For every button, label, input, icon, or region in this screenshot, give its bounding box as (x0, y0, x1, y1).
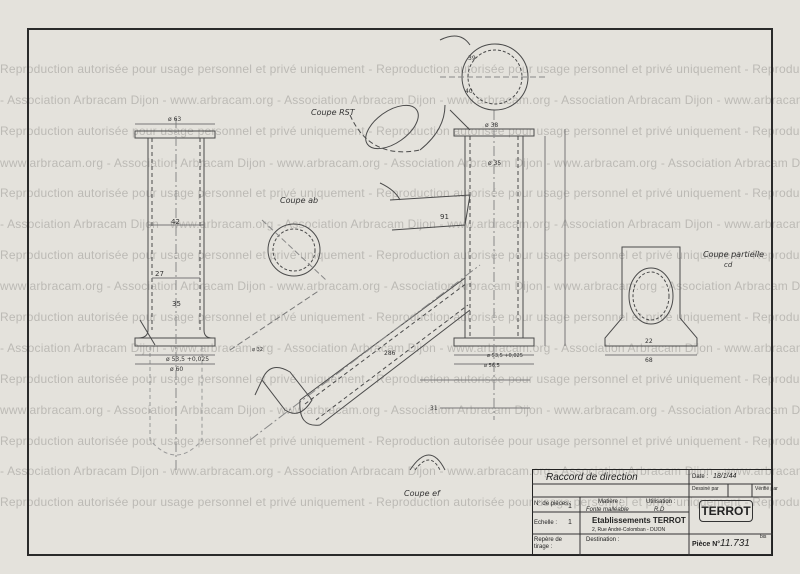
dimension-label: 35 (172, 300, 181, 308)
title-block-grid (531, 468, 773, 556)
watermark-row: Reproduction autorisée pour usage person… (0, 434, 800, 448)
drawing-border (27, 28, 773, 556)
scale-label: Echelle : (534, 520, 558, 526)
dimension-label: ø 35 (488, 160, 502, 167)
tube-top-flange (134, 130, 216, 139)
section-partial-label: Coupe partielle (703, 250, 765, 259)
material-label: Matière : (598, 499, 622, 505)
dimension-label: 286 (384, 350, 396, 357)
terrot-logo: TERROT (699, 500, 753, 522)
quantity-label: N° de pièces : (534, 501, 572, 507)
watermark-row: www.arbracam.org - Association Arbracam … (0, 403, 800, 417)
company-name: Etablissements TERROT (592, 516, 686, 525)
checked-by-label: Vérifié par (755, 486, 778, 492)
use-label: Utilisation : (646, 499, 676, 505)
dimension-label: ø 63 (168, 116, 182, 123)
dimension-label: ø 56,5 (484, 363, 500, 369)
material-value: Fonte malléable (586, 507, 629, 513)
tube-bottom-flange (134, 337, 216, 347)
watermark-row: Reproduction autorisée pour usage person… (0, 62, 800, 76)
watermark-row: Reproduction autorisée pour usage person… (0, 372, 800, 386)
section-partial-sub-label: cd (724, 261, 733, 269)
part-number-label: Pièce N° (692, 541, 721, 548)
dimension-label: 39 (468, 55, 476, 62)
watermark-row: - Association Arbracam Dijon - www.arbra… (0, 341, 800, 355)
ref-label: Repère de tirage : (534, 537, 563, 550)
dimension-label: ø 32 (252, 347, 264, 353)
watermark-row: Reproduction autorisée pour usage person… (0, 495, 800, 509)
part-number-value: 11.731 (720, 538, 750, 549)
dimension-label: ø 60 (170, 366, 184, 373)
watermark-row: www.arbracam.org - Association Arbracam … (0, 279, 800, 293)
watermark-row: Reproduction autorisée pour usage person… (0, 124, 800, 138)
destination-label: Destination : (586, 537, 620, 543)
dimension-label: ø 38 (485, 122, 499, 129)
watermark-row: - Association Arbracam Dijon - www.arbra… (0, 217, 800, 231)
dimension-label: 31 (430, 405, 438, 412)
date-label: Date : (692, 474, 709, 480)
drawn-by-label: Dessiné par (692, 486, 719, 492)
use-value: R.D (654, 507, 665, 513)
dimension-label: ø 53,5 +0,025 (166, 356, 210, 363)
section-ef-label: Coupe ef (404, 489, 440, 498)
dimension-label: 91 (440, 213, 449, 221)
section-rst-label: Coupe RST (311, 108, 355, 117)
part-name: Raccord de direction (546, 472, 638, 483)
dimension-label: 22 (645, 338, 653, 345)
dimension-label: 68 (645, 357, 653, 364)
company-address: 2, Rue André-Colomban - DIJON (592, 527, 666, 533)
scale-value: 1 (568, 519, 572, 526)
section-ab-label: Coupe ab (280, 196, 319, 205)
dimension-label: 42 (171, 218, 180, 226)
date-value: 18/1/44 (713, 473, 737, 480)
part-number-suffix: bis (760, 534, 767, 540)
watermark-row: - Association Arbracam Dijon - www.arbra… (0, 93, 800, 107)
dimension-label: 27 (155, 270, 164, 278)
watermark-row: - Association Arbracam Dijon - www.arbra… (0, 464, 800, 478)
dimension-label: 40 (465, 88, 473, 95)
title-block (531, 468, 773, 556)
dimension-label: ø 53,5 +0,025 (487, 353, 523, 359)
quantity-value: 1 (568, 503, 572, 510)
